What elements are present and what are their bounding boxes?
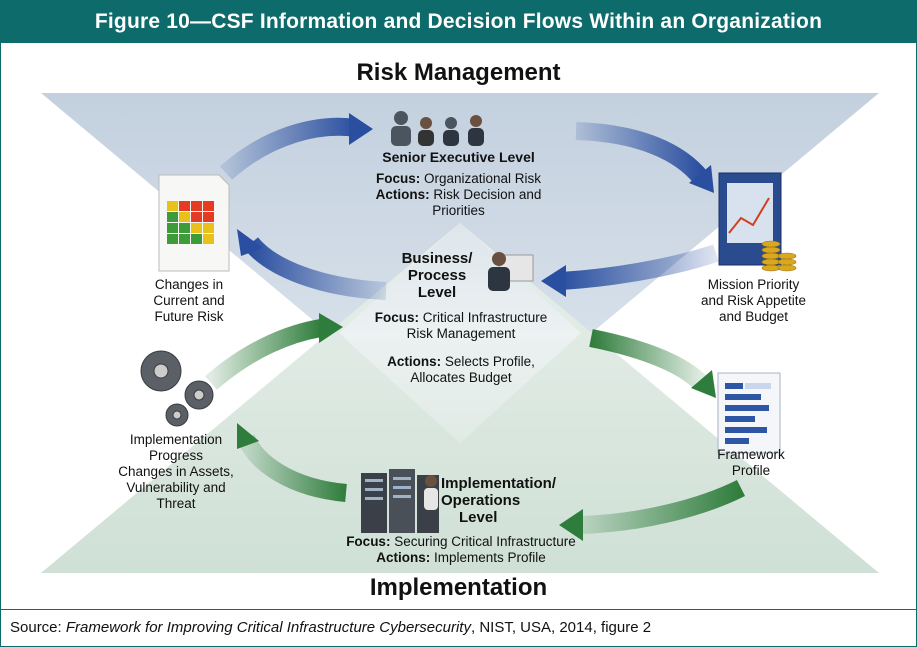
business-actions-line2: Allocates Budget <box>410 370 512 385</box>
arrow-risk-to-senior-head <box>349 113 373 145</box>
implementation-focus-block: Focus: Securing Critical Infrastructure … <box>311 534 611 566</box>
figure-title: Figure 10—CSF Information and Decision F… <box>1 1 916 43</box>
business-person-icon <box>488 252 534 291</box>
senior-executive-title: Senior Executive Level <box>382 149 535 165</box>
arrow-progress-to-business-head <box>319 313 343 343</box>
business-title-line3: Level <box>417 284 457 301</box>
implementation-focus-label: Focus: <box>346 534 391 549</box>
arrow-senior-to-mission <box>575 122 709 184</box>
arrow-business-to-risk <box>243 237 387 300</box>
senior-focus-text: Organizational Risk <box>423 171 542 186</box>
arrow-implementation-to-progress <box>237 434 347 502</box>
implementation-actions-line: Actions: Implements Profile <box>311 550 611 566</box>
senior-focus-label: Focus: <box>375 171 421 186</box>
source-title: Framework for Improving Critical Infrast… <box>65 619 471 636</box>
progress-line5: Threat <box>156 496 196 511</box>
implementation-focus-line: Focus: Securing Critical Infrastructure <box>311 534 611 550</box>
changes-risk-line1: Changes in <box>154 277 224 292</box>
arrow-mission-to-business <box>560 244 719 290</box>
business-title-line2: Process <box>407 267 467 284</box>
framework-profile-label: Framework Profile <box>691 447 811 479</box>
source-citation: Source: Framework for Improving Critical… <box>1 609 916 646</box>
arrow-risk-to-senior <box>220 117 358 180</box>
arrow-business-to-framework <box>589 329 708 390</box>
implementation-actions-label: Actions: <box>376 550 431 565</box>
senior-executive-block: Senior Executive Level Focus: Organizati… <box>351 149 566 219</box>
progress-line3: Changes in Assets, <box>118 464 234 479</box>
diagram-area: Risk Management Implementation Senior Ex… <box>1 43 916 609</box>
business-level-title: Business/ Process Level <box>385 250 489 301</box>
business-actions-block: Actions: Selects Profile, Allocates Budg… <box>356 354 566 386</box>
business-actions-line: Actions: Selects Profile, <box>356 354 566 370</box>
implementation-title-line2: Operations <box>441 492 521 509</box>
source-suffix: , NIST, USA, 2014, figure 2 <box>470 619 652 636</box>
risk-management-heading: Risk Management <box>356 59 561 86</box>
arrow-senior-to-mission-head <box>689 165 714 193</box>
binder-budget-icon <box>718 172 797 272</box>
arrow-framework-to-implementation-head <box>559 509 583 541</box>
flow-diagram <box>41 93 879 573</box>
business-actions-label: Actions: <box>387 354 442 369</box>
source-prefix: Source: <box>10 619 62 636</box>
business-focus-line2: Risk Management <box>406 326 516 341</box>
implementation-progress-label: Implementation Progress Changes in Asset… <box>101 432 251 512</box>
framework-line2: Profile <box>731 463 771 478</box>
changes-risk-label: Changes in Current and Future Risk <box>129 277 249 325</box>
risk-heatmap-document-icon <box>158 174 230 272</box>
mission-line1: Mission Priority <box>707 277 800 292</box>
arrow-progress-to-business <box>205 319 323 390</box>
progress-line4: Vulnerability and <box>126 480 226 495</box>
senior-actions-text: Risk Decision and Priorities <box>432 187 542 218</box>
progress-line2: Progress <box>148 448 204 463</box>
progress-line1: Implementation <box>129 432 223 447</box>
arrow-implementation-to-progress-head <box>237 423 259 449</box>
server-rack-icon <box>361 469 439 533</box>
business-title-line1: Business/ <box>401 250 473 267</box>
business-focus-block: Focus: Critical Infrastructure Risk Mana… <box>356 310 566 342</box>
arrow-business-to-framework-head <box>691 370 716 398</box>
senior-actions-line: Actions: Risk Decision and Priorities <box>351 187 566 219</box>
senior-actions-label: Actions: <box>375 187 430 202</box>
implementation-focus-text: Securing Critical Infrastructure <box>394 534 576 549</box>
mission-line3: and Budget <box>718 309 789 324</box>
business-focus-line: Focus: Critical Infrastructure <box>356 310 566 326</box>
arrow-mission-to-business-head <box>541 265 566 297</box>
arrow-business-to-risk-head <box>237 229 263 256</box>
arrow-framework-to-implementation <box>580 479 746 534</box>
mission-line2: and Risk Appetite <box>700 293 807 308</box>
business-focus-line1: Critical Infrastructure <box>422 310 548 325</box>
framework-profile-icon <box>717 372 781 454</box>
changes-risk-line3: Future Risk <box>154 309 224 324</box>
mission-priority-label: Mission Priority and Risk Appetite and B… <box>681 277 826 325</box>
implementation-title-line1: Implementation/ <box>441 475 557 492</box>
implementation-heading: Implementation <box>369 574 548 601</box>
gears-icon <box>140 350 214 427</box>
changes-risk-line2: Current and <box>153 293 225 308</box>
framework-line1: Framework <box>717 447 785 462</box>
senior-focus-line: Focus: Organizational Risk <box>351 171 566 187</box>
business-focus-label: Focus: <box>374 310 419 325</box>
implementation-level-title: Implementation/ Operations Level <box>441 475 571 526</box>
executives-icon <box>391 111 484 146</box>
implementation-title-line3: Level <box>459 509 498 526</box>
implementation-actions-text: Implements Profile <box>433 550 546 565</box>
business-actions-line1: Selects Profile, <box>444 354 535 369</box>
